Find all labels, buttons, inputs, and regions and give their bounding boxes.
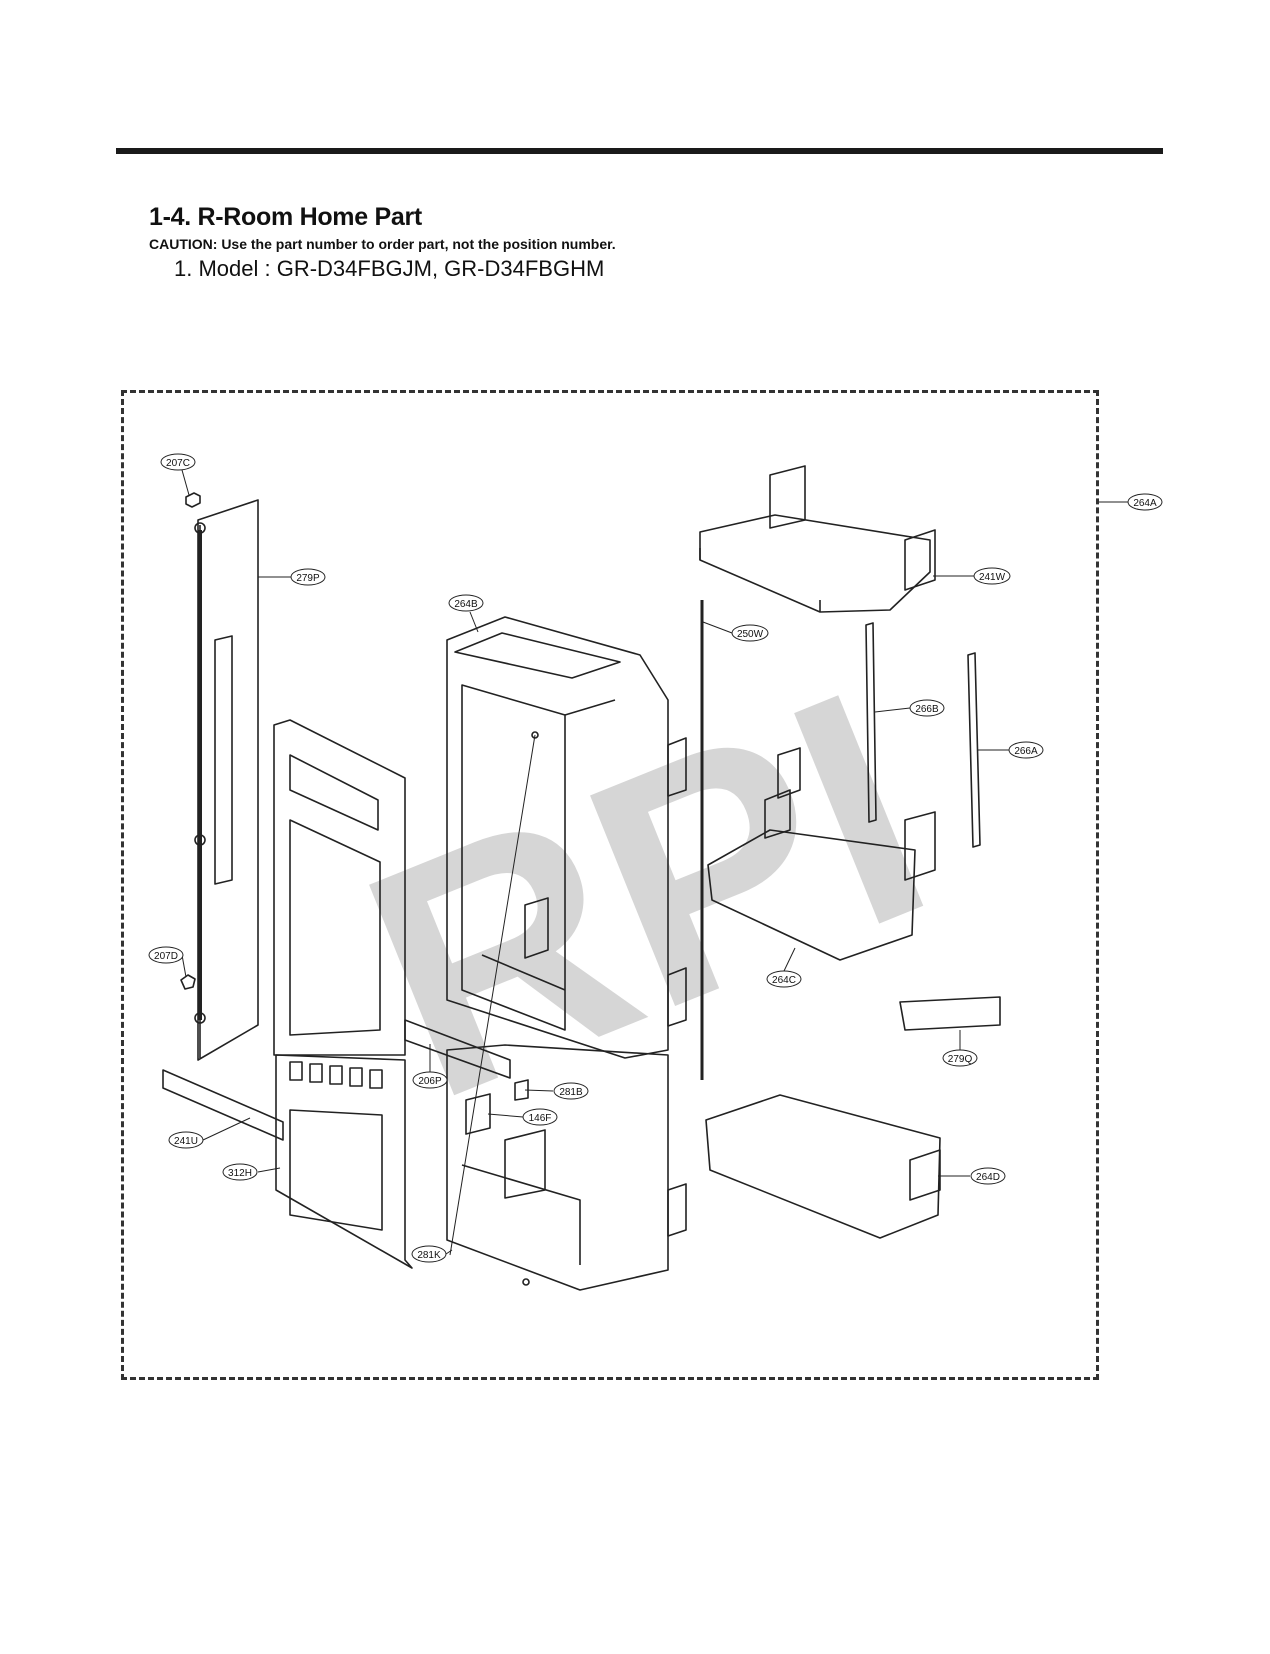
part-281b-bracket xyxy=(514,1079,529,1101)
callout-279q: 279Q xyxy=(942,1049,978,1067)
svg-text:279P: 279P xyxy=(296,573,320,584)
callout-207d: 207D xyxy=(148,946,184,964)
svg-text:264C: 264C xyxy=(772,975,796,986)
callout-266a: 266A xyxy=(1008,741,1044,759)
model-line: 1. Model : GR-D34FBGJM, GR-D34FBGHM xyxy=(174,256,605,281)
top-rule xyxy=(116,148,1163,154)
part-door-front-panel xyxy=(273,719,413,1269)
svg-text:312H: 312H xyxy=(228,1168,252,1179)
part-264d-lower-shelf xyxy=(705,1094,941,1239)
part-241w-upper-shelf xyxy=(699,465,936,613)
part-266b-strip xyxy=(865,622,877,823)
part-door-buttons xyxy=(289,1061,383,1089)
callout-206p: 206P xyxy=(412,1071,448,1089)
callout-264a: 264A xyxy=(1127,493,1163,511)
callout-264c: 264C xyxy=(766,970,802,988)
part-206p-bar xyxy=(404,1019,511,1079)
svg-text:279Q: 279Q xyxy=(948,1054,973,1065)
svg-text:146F: 146F xyxy=(529,1113,552,1124)
part-207c-cap xyxy=(185,492,201,508)
svg-text:207C: 207C xyxy=(166,458,190,469)
svg-text:281K: 281K xyxy=(417,1250,441,1261)
callout-281k: 281K xyxy=(411,1245,447,1263)
svg-text:266B: 266B xyxy=(915,704,939,715)
part-266a-strip xyxy=(967,652,981,848)
callout-281b: 281B xyxy=(553,1082,589,1100)
svg-text:264B: 264B xyxy=(454,599,478,610)
callout-264d: 264D xyxy=(970,1167,1006,1185)
callout-207c: 207C xyxy=(160,453,196,471)
callout-leaders xyxy=(181,469,1128,1255)
part-241u-strip xyxy=(162,1069,284,1141)
part-279p-panel xyxy=(197,499,259,1061)
svg-text:207D: 207D xyxy=(154,951,178,962)
part-hinge-rod xyxy=(194,522,206,1024)
page-title: 1-4. R-Room Home Part xyxy=(149,203,422,231)
svg-text:264A: 264A xyxy=(1133,498,1157,509)
part-lower-housing xyxy=(446,1044,669,1291)
part-146f-switch xyxy=(465,1093,491,1135)
callout-241w: 241W xyxy=(973,567,1011,585)
diagram-frame xyxy=(121,390,1099,1380)
callout-312h: 312H xyxy=(222,1163,258,1181)
callout-146f: 146F xyxy=(522,1108,558,1126)
part-281k-screw xyxy=(449,731,539,1286)
part-264c-middle-shelf xyxy=(707,747,936,961)
callout-264b: 264B xyxy=(448,594,484,612)
svg-text:241W: 241W xyxy=(979,572,1006,583)
svg-text:264D: 264D xyxy=(976,1172,1000,1183)
svg-text:281B: 281B xyxy=(559,1087,583,1098)
svg-text:250W: 250W xyxy=(737,629,764,640)
callout-279p: 279P xyxy=(290,568,326,586)
callout-241u: 241U xyxy=(168,1131,204,1149)
part-279q-cap xyxy=(899,996,1001,1031)
svg-text:266A: 266A xyxy=(1014,746,1038,757)
callout-266b: 266B xyxy=(909,699,945,717)
caution-note: CAUTION: Use the part number to order pa… xyxy=(149,236,616,252)
part-207d-screw xyxy=(180,974,196,990)
svg-text:206P: 206P xyxy=(418,1076,442,1087)
svg-text:241U: 241U xyxy=(174,1136,198,1147)
callout-250w: 250W xyxy=(731,624,769,642)
